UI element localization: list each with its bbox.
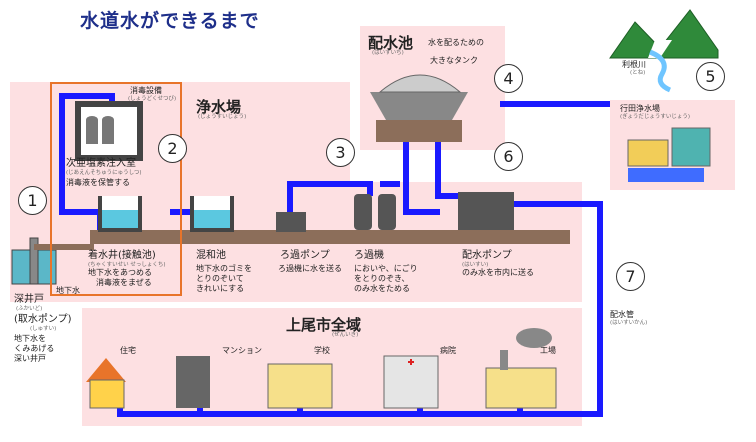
gyoda-plant-label: 行田浄水場 [620, 104, 660, 113]
deep-well-pipe [29, 237, 39, 285]
city-ruby: (ぜんいき) [332, 332, 359, 338]
reservoir-desc-2: 大きなタンク [430, 56, 478, 65]
mixing-basin-desc-3: きれいにする [196, 284, 245, 293]
school-label: 学校 [314, 346, 330, 355]
step-2-marker[interactable]: 2 [158, 134, 187, 163]
step-5-marker[interactable]: 5 [696, 62, 725, 91]
school-icon [267, 363, 333, 409]
gyoda-plant-ruby: (ぎょうだじょうすいじょう) [620, 114, 691, 120]
ground-pipe [90, 230, 570, 244]
house-label: 住宅 [120, 346, 136, 355]
step-1-marker[interactable]: 1 [18, 186, 47, 215]
intake-pump-label: (取水ポンプ) [14, 314, 72, 325]
reservoir-title: 配水池 [368, 34, 414, 52]
mixing-basin-desc-2: とりのぞいて [196, 274, 244, 283]
filter-desc-2: をとりのぞき、 [354, 274, 410, 283]
step-6-marker[interactable]: 6 [494, 142, 523, 171]
apartment-label: マンション [222, 346, 262, 355]
receiving-well-label: 着水井(接触池) [88, 250, 156, 261]
step-3-marker[interactable]: 3 [326, 138, 355, 167]
hospital-icon [383, 355, 439, 409]
reservoir-ruby: (はいすいち) [372, 50, 404, 56]
filter-desc-1: においや、にごり [354, 264, 418, 273]
reservoir-desc-1: 水を配るための [428, 38, 484, 47]
distribution-pump-icon [458, 192, 514, 230]
page-title: 水道水ができるまで [80, 10, 260, 32]
filter-pump-desc: ろ過機に水を送る [278, 264, 342, 273]
mixing-basin-desc-1: 地下水のゴミを [196, 264, 252, 273]
groundwater-tag: 地下水 [56, 286, 80, 295]
deep-well-label: 深井戸 [14, 294, 44, 305]
river-label: 利根川 [622, 60, 646, 69]
filter-label: ろ過機 [354, 250, 384, 261]
mountain-river-icon [609, 9, 719, 93]
distribution-pump-label: 配水ポンプ [462, 250, 512, 261]
chlorine-room-desc: 消毒液を保管する [66, 178, 130, 187]
disinfection-equip-ruby: (しょうどくせつび) [128, 96, 177, 102]
receiving-well-ruby: (ちゃくすいせい せっしょくち) [88, 262, 166, 268]
house-icon [86, 358, 126, 409]
factory-label: 工場 [540, 346, 556, 355]
disinfection-equip-label: 消毒設備 [130, 86, 162, 95]
disinfection-highlight-box [50, 82, 182, 296]
receiving-well-icon [98, 196, 142, 232]
deep-well-desc-3: 深い井戸 [14, 354, 46, 363]
filter-desc-3: のみ水をためる [354, 284, 410, 293]
well-connector [34, 244, 94, 250]
distribution-pump-ruby: (はいすい) [462, 262, 489, 268]
reservoir-tank-icon [370, 74, 468, 142]
deep-well-desc-2: くみあげる [14, 344, 55, 353]
deep-well-desc-1: 地下水を [14, 334, 46, 343]
chlorine-room-label: 次亜塩素注入室 [66, 158, 136, 169]
river-ruby: (とね) [630, 70, 646, 76]
step-7-marker[interactable]: 7 [616, 262, 645, 291]
filter-tanks-icon [354, 194, 396, 230]
mixing-basin-label: 混和池 [196, 250, 226, 261]
apartment-icon [176, 356, 210, 408]
receiving-well-desc-1: 地下水をあつめる [88, 268, 152, 277]
step-4-marker[interactable]: 4 [494, 64, 523, 93]
factory-icon [485, 328, 557, 409]
hospital-label: 病院 [440, 346, 456, 355]
filter-pump-label: ろ過ポンプ [280, 250, 330, 261]
deep-well-ruby: (ふかいど) [16, 306, 43, 312]
disinfection-room-icon [75, 101, 143, 161]
distribution-pipe-ruby: (はいすいかん) [610, 320, 648, 326]
distribution-pipe-label: 配水管 [610, 310, 634, 319]
intake-pump-ruby: (しゅすい) [30, 326, 57, 332]
receiving-well-desc-2: 消毒液をまぜる [96, 278, 152, 287]
water-plant-ruby: (じょうすいじょう) [198, 114, 247, 120]
filter-pump-icon [276, 212, 306, 232]
distribution-pump-desc: のみ水を市内に送る [462, 268, 534, 277]
chlorine-room-ruby: (じあえんそちゅうにゅうしつ) [66, 170, 142, 176]
gyoda-plant-icon [627, 127, 711, 182]
city-title: 上尾市全域 [286, 316, 362, 334]
water-plant-title: 浄水場 [196, 98, 242, 116]
mixing-basin-icon [190, 196, 234, 232]
